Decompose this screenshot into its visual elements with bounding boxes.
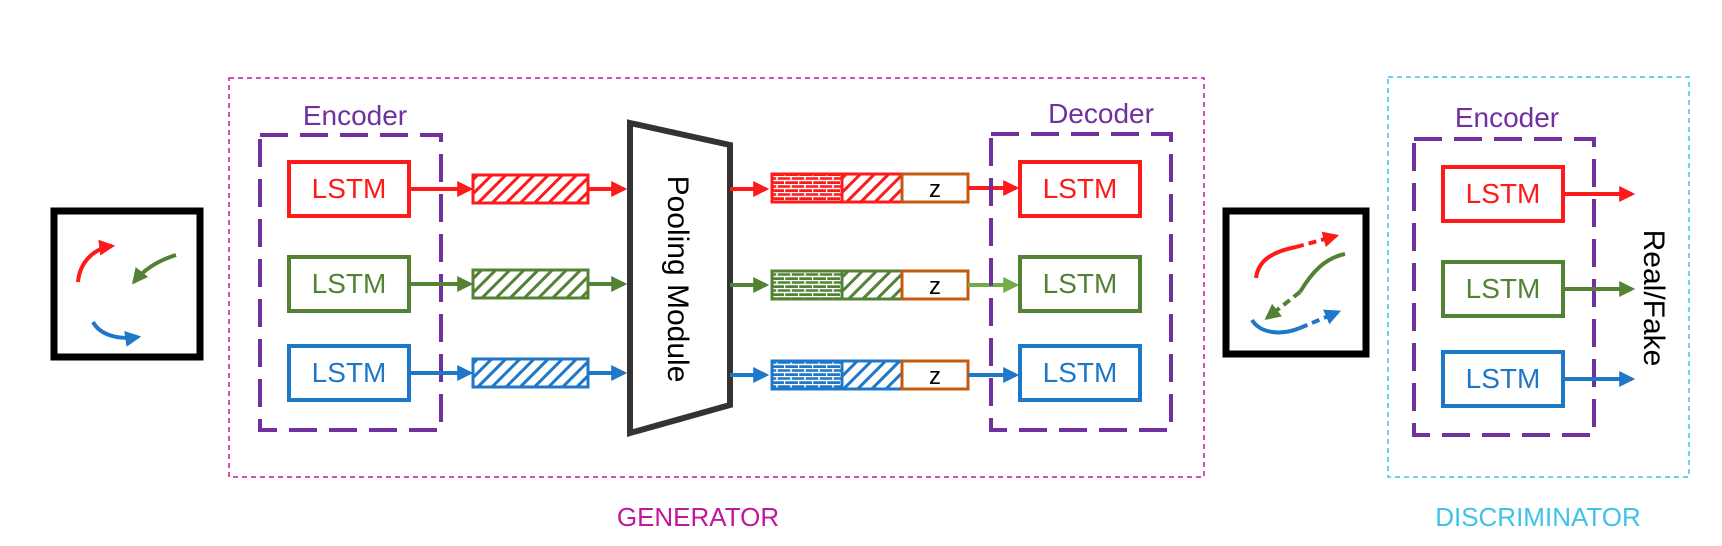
discriminator-lstm-green: LSTM (1441, 260, 1565, 318)
generator-decoder-lstm-green: LSTM (1018, 255, 1142, 313)
lstm-label: LSTM (312, 173, 387, 204)
discriminator-encoder-title: Encoder (1455, 102, 1559, 133)
decoder-input-green: z (770, 269, 970, 301)
green-trajectory-icon (132, 253, 177, 285)
discriminator-label: DISCRIMINATOR (1435, 502, 1641, 532)
discriminator-lstm-blue: LSTM (1441, 350, 1565, 408)
generator-encoder-lstm-blue: LSTM (287, 344, 411, 402)
lstm-label: LSTM (312, 268, 387, 299)
generator-encoder-lstm-green: LSTM (287, 255, 411, 313)
lstm-label: LSTM (1043, 173, 1118, 204)
real-fake-label: Real/Fake (1637, 230, 1670, 367)
hidden-state-green (471, 268, 590, 300)
discriminator-frame (1387, 76, 1690, 478)
generator-decoder-title: Decoder (1048, 98, 1154, 129)
lstm-label: LSTM (1466, 363, 1541, 394)
hidden-state-red (471, 173, 590, 205)
lstm-label: LSTM (1466, 178, 1541, 209)
lstm-label: LSTM (1466, 273, 1541, 304)
red-prediction-icon (1295, 231, 1340, 249)
red-trajectory-icon (1254, 245, 1297, 279)
red-trajectory-icon (76, 239, 116, 283)
lstm-label: LSTM (1043, 268, 1118, 299)
input-trajectories-panel (50, 207, 204, 361)
blue-trajectory-icon (91, 320, 142, 347)
pooling-module-label: Pooling Module (661, 176, 694, 383)
generator-encoder-title: Encoder (303, 100, 407, 131)
noise-label: z (929, 273, 941, 300)
hidden-state-blue (471, 357, 590, 389)
discriminator-lstm-red: LSTM (1441, 165, 1565, 223)
generator-label: GENERATOR (617, 502, 779, 532)
blue-trajectory-icon (1250, 318, 1301, 335)
generator-frame (228, 77, 1205, 478)
pooling-module: Pooling Module (627, 119, 733, 437)
generator-decoder-lstm-red: LSTM (1018, 160, 1142, 218)
lstm-label: LSTM (1043, 357, 1118, 388)
green-prediction-icon (1264, 290, 1302, 320)
decoder-input-red: z (770, 172, 970, 204)
blue-prediction-icon (1299, 309, 1341, 330)
generator-decoder-lstm-blue: LSTM (1018, 344, 1142, 402)
noise-label: z (929, 363, 941, 390)
decoder-input-blue: z (770, 359, 970, 391)
lstm-label: LSTM (312, 357, 387, 388)
generator-encoder-lstm-red: LSTM (287, 160, 411, 218)
generator-decoder-frame (989, 132, 1173, 432)
green-trajectory-icon (1298, 252, 1346, 294)
generated-trajectories-panel (1222, 207, 1370, 358)
noise-label: z (929, 176, 941, 203)
